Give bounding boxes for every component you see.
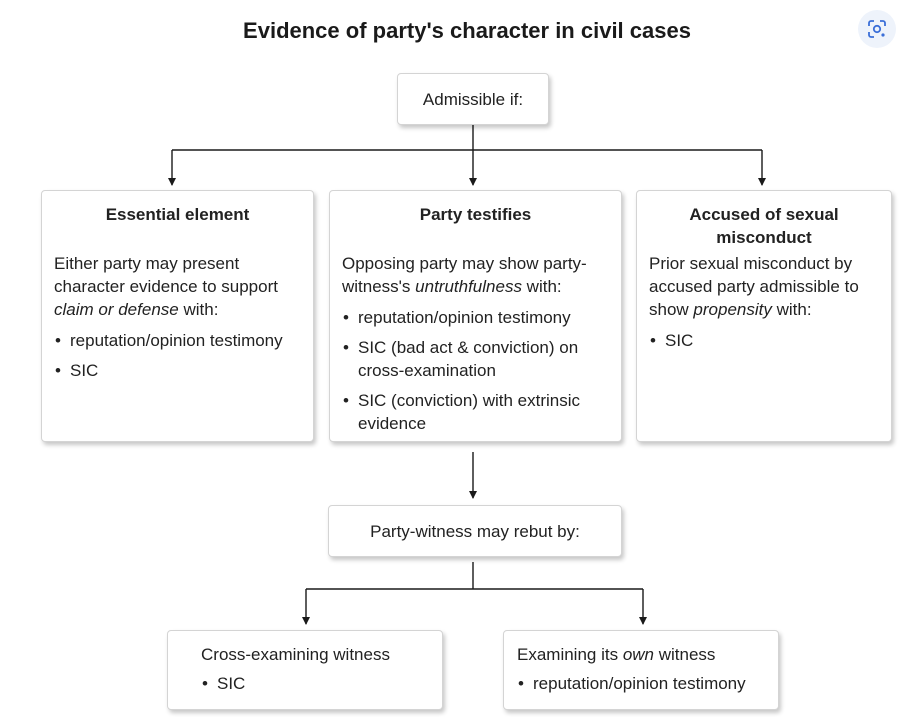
- google-lens-icon[interactable]: [858, 10, 896, 48]
- list-item: reputation/opinion testimony: [517, 672, 768, 695]
- root-box: Admissible if:: [397, 73, 549, 125]
- list-item: SIC: [54, 359, 301, 382]
- branch-intro: Either party may present character evide…: [54, 254, 278, 319]
- list-item: SIC: [201, 672, 430, 695]
- branch-essential-element: Essential element Either party may prese…: [41, 190, 314, 442]
- rebut-option-title: Cross-examining witness: [201, 645, 390, 664]
- branch-heading: Accused of sexual misconduct: [689, 205, 839, 247]
- rebut-option-own-witness: Examining its own witness reputation/opi…: [503, 630, 779, 710]
- lens-icon-graphic: [868, 20, 886, 38]
- diagram-title: Evidence of party's character in civil c…: [243, 18, 691, 43]
- list-item: SIC (bad act & conviction) on cross-exam…: [342, 336, 609, 382]
- list-item: reputation/opinion testimony: [342, 306, 609, 329]
- rebut-option-title: Examining its own witness: [517, 645, 716, 664]
- branch-intro: Opposing party may show party-witness's …: [342, 254, 587, 296]
- branch-list: reputation/opinion testimony SIC (bad ac…: [342, 306, 609, 435]
- rebut-box: Party-witness may rebut by:: [328, 505, 622, 557]
- root-label: Admissible if:: [422, 89, 524, 109]
- branch-party-testifies: Party testifies Opposing party may show …: [329, 190, 622, 442]
- list-item: SIC: [649, 329, 879, 352]
- list-item: reputation/opinion testimony: [54, 329, 301, 352]
- branch-heading: Party testifies: [419, 205, 532, 224]
- branch-sexual-misconduct: Accused of sexual misconduct Prior sexua…: [636, 190, 892, 442]
- branch-list: SIC: [649, 329, 879, 352]
- rebut-label: Party-witness may rebut by:: [370, 521, 580, 541]
- rebut-option-list: reputation/opinion testimony: [517, 672, 768, 695]
- rebut-option-cross-examining: Cross-examining witness SIC: [167, 630, 443, 710]
- branch-list: reputation/opinion testimony SIC: [54, 329, 301, 382]
- branch-intro: Prior sexual misconduct by accused party…: [649, 254, 859, 319]
- branch-heading: Essential element: [105, 205, 250, 224]
- list-item: SIC (conviction) with extrinsic evidence: [342, 389, 609, 435]
- rebut-option-list: SIC: [201, 672, 430, 695]
